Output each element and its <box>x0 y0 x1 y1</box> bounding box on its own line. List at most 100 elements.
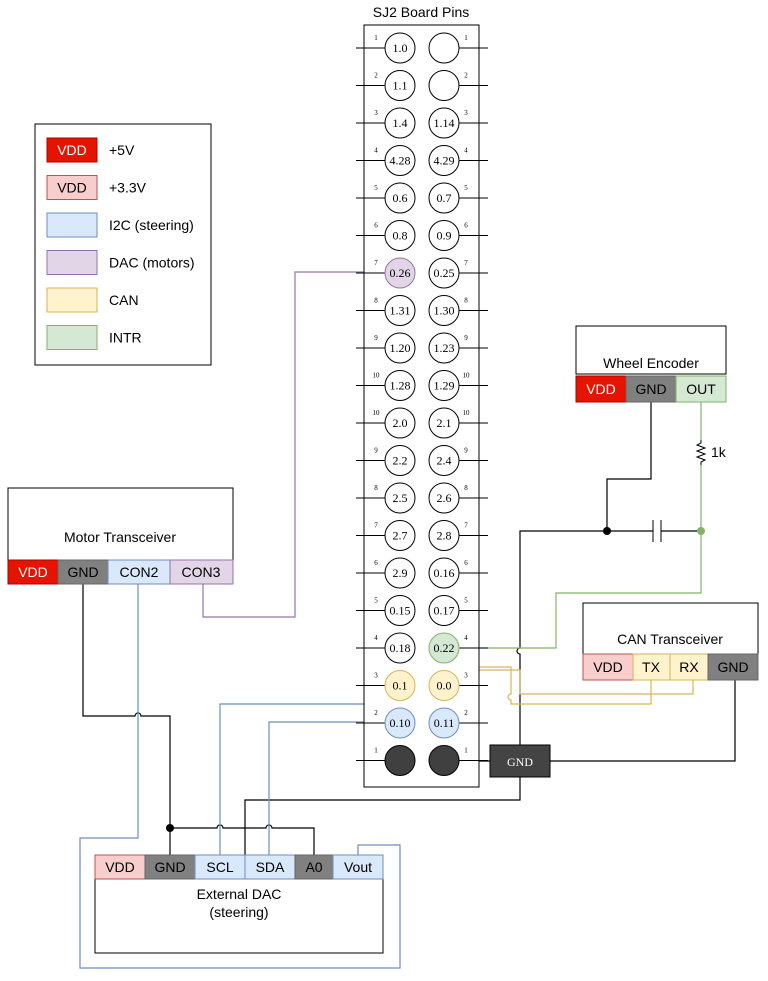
pin-number-right: 4 <box>464 147 468 155</box>
pin-label-left: 2.7 <box>393 529 408 543</box>
pin-number-right: 3 <box>464 672 468 680</box>
pin-number-left: 1 <box>374 747 378 755</box>
dac-pin-gnd: GND <box>154 859 185 875</box>
dac-pin-sda: SDA <box>256 859 285 875</box>
pin-left <box>384 107 416 139</box>
legend-item: I2C (steering) <box>46 212 194 238</box>
legend-label: +3.3V <box>109 180 147 196</box>
wire-gnd-up <box>516 402 652 745</box>
pin-number-right: 9 <box>464 334 468 342</box>
pin-number-left: 6 <box>374 559 378 567</box>
pin-left <box>384 370 416 401</box>
pin-label-right: 0.22 <box>434 641 455 655</box>
pin-right <box>428 70 460 101</box>
legend-swatch-label: VDD <box>57 180 87 196</box>
legend-swatch <box>46 325 98 350</box>
pin-left <box>384 670 416 701</box>
pin-label-right: 1.23 <box>434 341 455 355</box>
wire-motor-gnd <box>82 584 171 855</box>
pin-label-left: 2.0 <box>393 416 408 430</box>
pin-right <box>428 332 460 364</box>
pin-number-right: 7 <box>464 259 468 267</box>
wire-dac-motor <box>202 271 386 618</box>
resistor-label: 1k <box>711 444 727 460</box>
legend-swatch-label: VDD <box>57 142 87 158</box>
pin-number-left: 5 <box>374 597 378 605</box>
pin-left <box>384 295 416 326</box>
pin-number-left: 4 <box>374 634 378 642</box>
pin-number-left: 2 <box>374 72 378 80</box>
pin-left <box>384 32 416 64</box>
pin-right <box>428 182 460 214</box>
motor-pin-vdd: VDD <box>18 564 48 580</box>
pin-label-left: 1.28 <box>390 379 411 393</box>
pin-label-right: 0.7 <box>437 191 452 205</box>
pin-label-right: 0.25 <box>434 266 455 280</box>
pin-right <box>428 295 460 326</box>
pin-right <box>428 370 460 401</box>
pin-number-left: 4 <box>374 147 378 155</box>
pin-number-right: 5 <box>464 184 468 192</box>
motor-transceiver: Motor Transceiver VDD GND CON2 CON3 <box>7 487 234 585</box>
pin-number-left: 5 <box>374 184 378 192</box>
pin-left <box>384 445 416 476</box>
pin-number-left: 7 <box>374 522 378 530</box>
pin-left <box>384 745 416 776</box>
pin-number-right: 1 <box>464 34 468 42</box>
can-pin-gnd: GND <box>717 659 748 675</box>
motor-pin-con3: CON3 <box>182 564 221 580</box>
pin-number-right: 6 <box>464 559 468 567</box>
wheel-encoder-pin-out: OUT <box>686 381 716 397</box>
pin-right <box>428 32 460 64</box>
wheel-encoder: Wheel Encoder VDD GND OUT <box>575 325 727 403</box>
dac-subtitle: (steering) <box>209 904 268 920</box>
wire-can-tx <box>399 666 652 705</box>
pin-right <box>428 520 460 551</box>
pin-right <box>428 745 460 776</box>
pin-left <box>384 332 416 364</box>
pin-label-right: 1.14 <box>434 116 455 130</box>
external-dac: VDD GND SCL SDA A0 Vout External DAC (st… <box>94 854 384 954</box>
wheel-encoder-title: Wheel Encoder <box>603 355 699 371</box>
pin-number-left: 7 <box>374 259 378 267</box>
pin-number-right: 8 <box>464 484 468 492</box>
pin-label-right: 1.29 <box>434 379 455 393</box>
pin-label-left: 2.5 <box>393 491 408 505</box>
pin-label-right: 0.9 <box>437 229 452 243</box>
pin-number-left: 2 <box>374 709 378 717</box>
pin-label-left: 1.20 <box>390 341 411 355</box>
dac-pin-vout: Vout <box>344 859 372 875</box>
pin-number-right: 2 <box>464 72 468 80</box>
pin-number-right: 6 <box>464 222 468 230</box>
wires <box>79 271 736 969</box>
pin-number-right: 10 <box>463 409 471 417</box>
pin-number-left: 6 <box>374 222 378 230</box>
capacitor-icon <box>652 520 662 542</box>
pin-number-left: 8 <box>374 297 378 305</box>
can-pin-vdd: VDD <box>593 659 623 675</box>
pin-label-left: 1.31 <box>390 304 411 318</box>
pin-label-right: 4.29 <box>434 154 455 168</box>
resistor-icon <box>695 440 707 465</box>
junction-dot <box>166 824 174 832</box>
pin-number-left: 1 <box>374 34 378 42</box>
pin-number-right: 1 <box>464 747 468 755</box>
legend-item: VDD+5V <box>46 137 135 163</box>
wire-board-gnd-to-dac <box>244 777 521 855</box>
board-gnd-label: GND <box>507 755 533 769</box>
legend-label: CAN <box>109 292 139 308</box>
pin-label-right: 2.6 <box>437 491 452 505</box>
pin-right <box>428 107 460 139</box>
pin-label-right: 1.30 <box>434 304 455 318</box>
pin-right <box>428 482 460 514</box>
pin-label-left: 1.1 <box>393 79 408 93</box>
pin-label-left: 0.18 <box>390 641 411 655</box>
board-title: SJ2 Board Pins <box>373 4 470 20</box>
pin-left <box>384 482 416 514</box>
